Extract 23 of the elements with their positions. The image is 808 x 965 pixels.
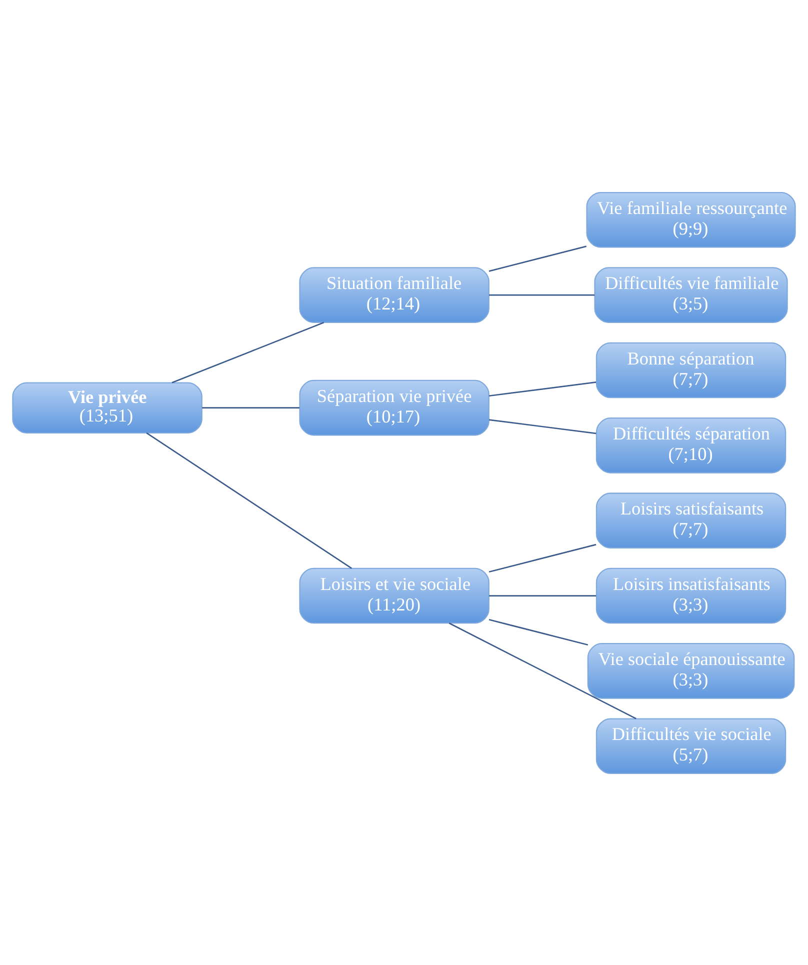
connector <box>448 622 636 719</box>
node-box: Loisirs insatisfaisants (3;3) <box>596 567 786 624</box>
connector <box>489 594 596 596</box>
connector <box>488 381 596 396</box>
node-box: Loisirs et vie sociale (11;20) <box>299 567 490 624</box>
node-box: Situation familiale (12;14) <box>299 266 490 322</box>
node-box: Loisirs satisfaisants (7;7) <box>596 492 786 548</box>
node-box: Vie familiale ressourçante (9;9) <box>586 191 796 248</box>
connector <box>202 406 300 408</box>
node-box: Vie privée (13;51) <box>12 382 202 433</box>
connector <box>172 321 324 383</box>
connector <box>488 543 596 572</box>
node-box: Bonne séparation (7;7) <box>596 342 786 398</box>
connector <box>488 245 587 272</box>
connector <box>488 618 588 646</box>
connector <box>488 418 596 434</box>
node-box: Séparation vie privée (10;17) <box>299 379 490 436</box>
node-box: Vie sociale épanouissante (3;3) <box>587 642 795 698</box>
connector <box>489 294 595 296</box>
node-box: Difficultés vie familiale (3;5) <box>594 266 788 322</box>
node-box: Difficultés vie sociale (5;7) <box>596 718 786 774</box>
node-box: Difficultés séparation (7;10) <box>596 417 786 473</box>
connector <box>146 432 352 568</box>
